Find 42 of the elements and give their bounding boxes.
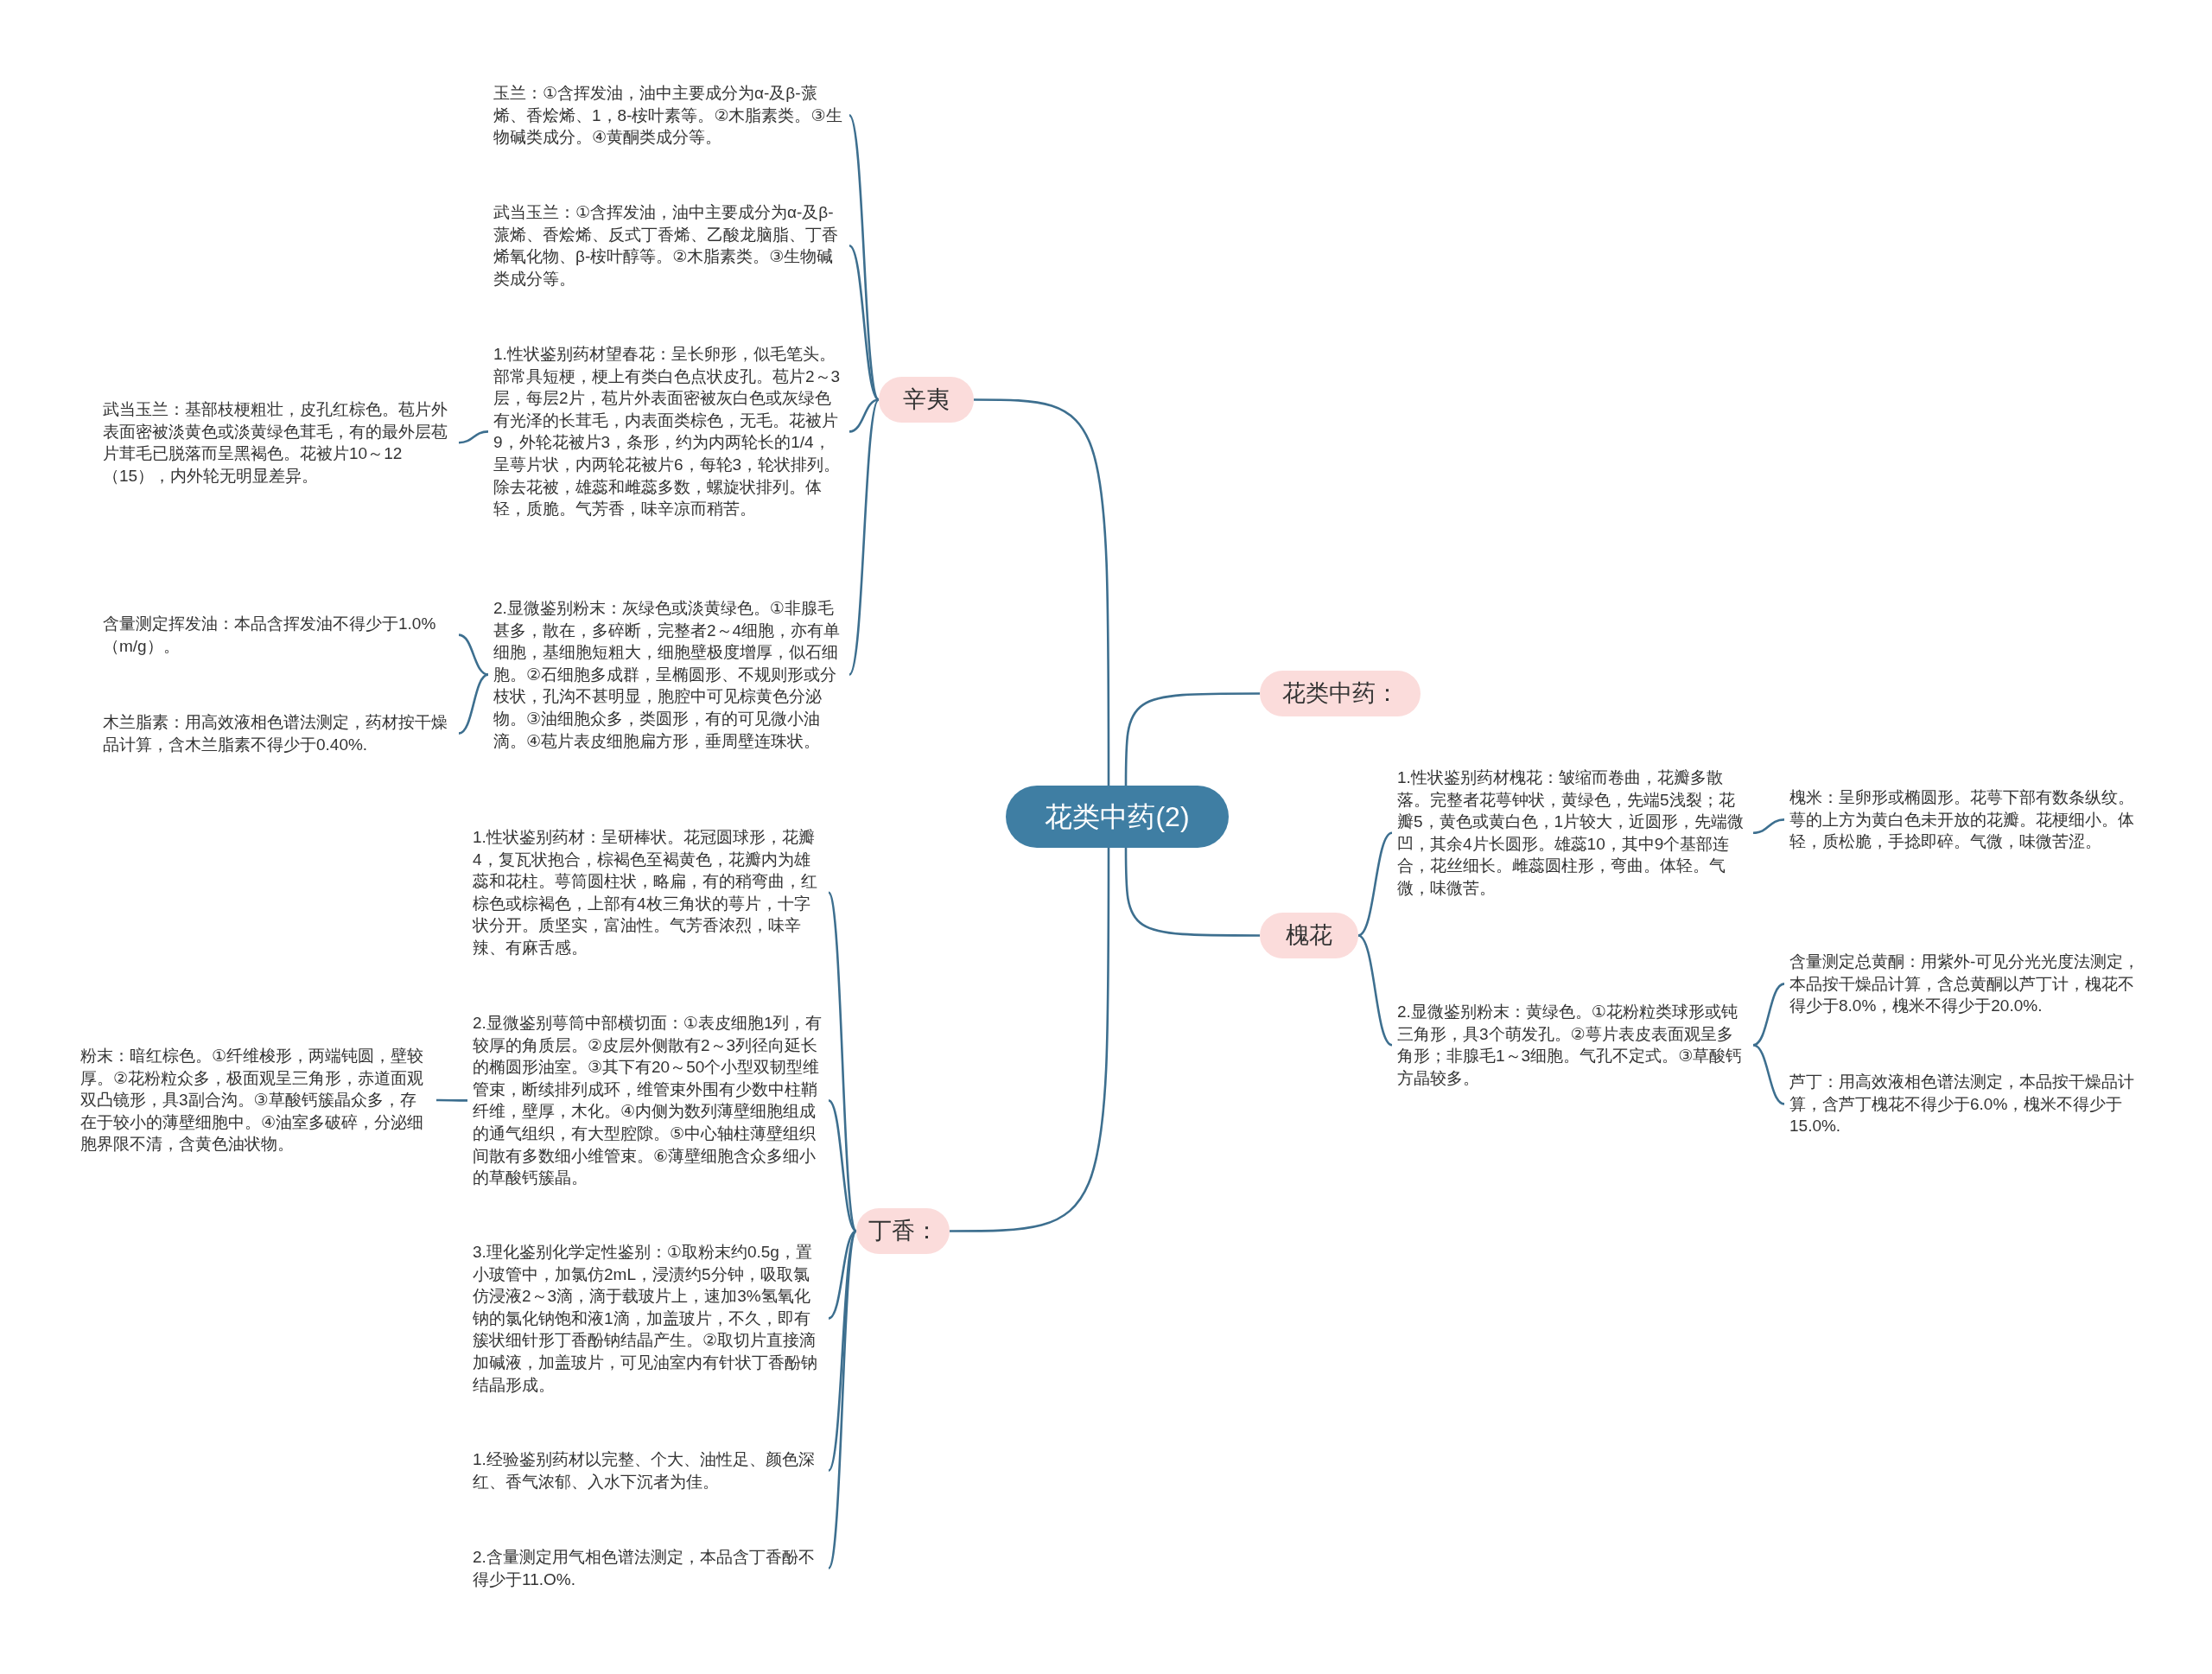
note-text: 2.含量测定用气相色谱法测定，本品含丁香酚不得少于11.O%. (467, 1544, 829, 1594)
note-text: 3.理化鉴别化学定性鉴别：①取粉末约0.5g，置小玻管中，加氯仿2mL，浸渍约5分钟，吸取氯仿浸液2～3滴，滴于载玻片上，速加3%氢氧化钠的氯化钠饱和液1滴，加盖玻片，不久，即有簇状细针形丁香酚钠结晶产生。②取切片直接滴加碱液，加盖玻片，可见油室内有针状丁香酚钠结晶形成。 (467, 1238, 829, 1399)
connector-line (1124, 848, 1260, 937)
note-text: 含量测定挥发油：本品含挥发油不得少于1.0%（m/g）。 (98, 610, 459, 660)
connector-line (828, 1230, 857, 1320)
note-text: 2.显微鉴别粉末：灰绿色或淡黄绿色。①非腺毛甚多，散在，多碎断，完整者2～4细胞，亦有单细胞，基细胞短粗大，细胞壁极度增厚，似石细胞。②石细胞多成群，呈椭圆形、不规则形或分枝状，孔沟不甚明显，胞腔中可见棕黄色分泌物。③油细胞众多，类圆形，有的可见微小油滴。④苞片表皮细胞扁方形，垂周壁连珠状。 (488, 595, 849, 755)
central-topic: 花类中药(2) (1006, 786, 1229, 848)
connector-line (828, 1099, 857, 1232)
connector-line (1357, 831, 1393, 937)
connector-line (458, 673, 489, 735)
connector-line (1752, 1043, 1785, 1105)
connector-line (827, 1230, 858, 1569)
note-text: 含量测定总黄酮：用紫外-可见分光光度法测定，本品按干燥品计算，含总黄酮以芦丁计，槐花不得少于8.0%，槐米不得少于20.0%. (1784, 948, 2145, 1020)
connector-line (974, 398, 1110, 786)
connector-line (1752, 983, 1785, 1047)
topic-pill: 花类中药： (1260, 671, 1421, 716)
note-text: 芦丁：用高效液相色谱法测定，本品按干燥品计算，含芦丁槐花不得少于6.0%，槐米不得少于15.0%. (1784, 1068, 2145, 1140)
note-text: 槐米：呈卵形或椭圆形。花萼下部有数条纵纹。萼的上方为黄白色未开放的花瓣。花梗细小。体轻，质松脆，手捻即碎。气微，味微苦涩。 (1784, 784, 2145, 856)
connector-line (458, 430, 489, 444)
note-text: 2.显微鉴别粉末：黄绿色。①花粉粒类球形或钝三角形，具3个萌发孔。②萼片表皮表面观呈多角形；非腺毛1～3细胞。气孔不定式。③草酸钙方晶较多。 (1392, 998, 1753, 1092)
connector-line (1357, 934, 1393, 1047)
connector-line (458, 633, 489, 676)
note-text: 1.性状鉴别药材槐花：皱缩而卷曲，花瓣多散落。完整者花萼钟状，黄绿色，先端5浅裂；花瓣5，黄色或黄白色，1片较大，近圆形，先端微凹，其余4片长圆形。雄蕊10，其中9个基部连合，花丝细长。雌蕊圆柱形，弯曲。体轻。气微，味微苦。 (1392, 764, 1753, 902)
topic-pill: 辛夷 (879, 377, 974, 423)
note-text: 粉末：暗红棕色。①纤维梭形，两端钝圆，壁较厚。②花粉粒众多，极面观呈三角形，赤道面观双凸镜形，具3副合沟。③草酸钙簇晶众多，存在于较小的薄壁细胞中。④油室多破碎，分泌细胞界限不清，含黄色油状物。 (75, 1042, 436, 1158)
note-text: 木兰脂素：用高效液相色谱法测定，药材按干燥品计算，含木兰脂素不得少于0.40%. (98, 709, 459, 759)
connector-line (1752, 818, 1785, 835)
connector-line (1124, 692, 1260, 786)
note-text: 武当玉兰：①含挥发油，油中主要成分为α-及β-蒎烯、香烩烯、反式丁香烯、乙酸龙脑脂、丁香烯氧化物、β-桉叶醇等。②木脂素类。③生物碱类成分等。 (488, 199, 849, 293)
note-text: 1.性状鉴别药材望春花：呈长卵形，似毛笔头。部常具短梗，梗上有类白色点状皮孔。苞片2～3层，每层2片，苞片外表面密被灰白色或灰绿色有光泽的长茸毛，内表面类棕色，无毛。花被片9，外轮花被片3，条形，约为内两轮长的1/4，呈萼片状，内两轮花被片6，每轮3，轮状排列。除去花被，雄蕊和雌蕊多数，螺旋状排列。体轻，质脆。气芳香，味辛凉而稍苦。 (488, 341, 849, 523)
note-text: 玉兰：①含挥发油，油中主要成分为α-及β-蒎烯、香烩烯、1，8-桉叶素等。②木脂素类。③生物碱类成分。④黄酮类成分等。 (488, 80, 849, 151)
connector-line (950, 848, 1110, 1232)
connector-line (849, 245, 880, 401)
note-text: 1.经验鉴别药材以完整、个大、油性足、颜色深红、香气浓郁、入水下沉者为佳。 (467, 1446, 829, 1496)
connector-line (436, 1098, 467, 1102)
note-text: 武当玉兰：基部枝梗粗壮，皮孔红棕色。苞片外表面密被淡黄色或淡黄绿色茸毛，有的最外层苞片茸毛已脱落而呈黑褐色。花被片10～12（15），内外轮无明显差异。 (98, 396, 459, 490)
topic-pill: 槐花 (1260, 913, 1358, 958)
note-text: 1.性状鉴别药材：呈研棒状。花冠圆球形，花瓣4，复瓦状抱合，棕褐色至褐黄色，花瓣内为雄蕊和花柱。萼筒圆柱状，略扁，有的稍弯曲，红棕色或棕褐色，上部有4枚三角状的萼片，十字状分开。质坚实，富油性。气芳香浓烈，味辛辣、有麻舌感。 (467, 824, 829, 962)
topic-pill: 丁香： (856, 1208, 950, 1254)
note-text: 2.显微鉴别萼筒中部横切面：①表皮细胞1列，有较厚的角质层。②皮层外侧散有2～3列径向延长的椭圆形油室。③其下有20～50个小型双韧型维管束，断续排列成环，维管束外围有少数中柱鞘纤维，壁厚，木化。④内侧为数列薄壁细胞组成的通气组织，有大型腔隙。⑤中心轴柱薄壁组织间散有多数细小维管束。⑥薄壁细胞含众多细小的草酸钙簇晶。 (467, 1009, 829, 1192)
connector-line (848, 398, 880, 676)
connector-line (849, 398, 880, 433)
